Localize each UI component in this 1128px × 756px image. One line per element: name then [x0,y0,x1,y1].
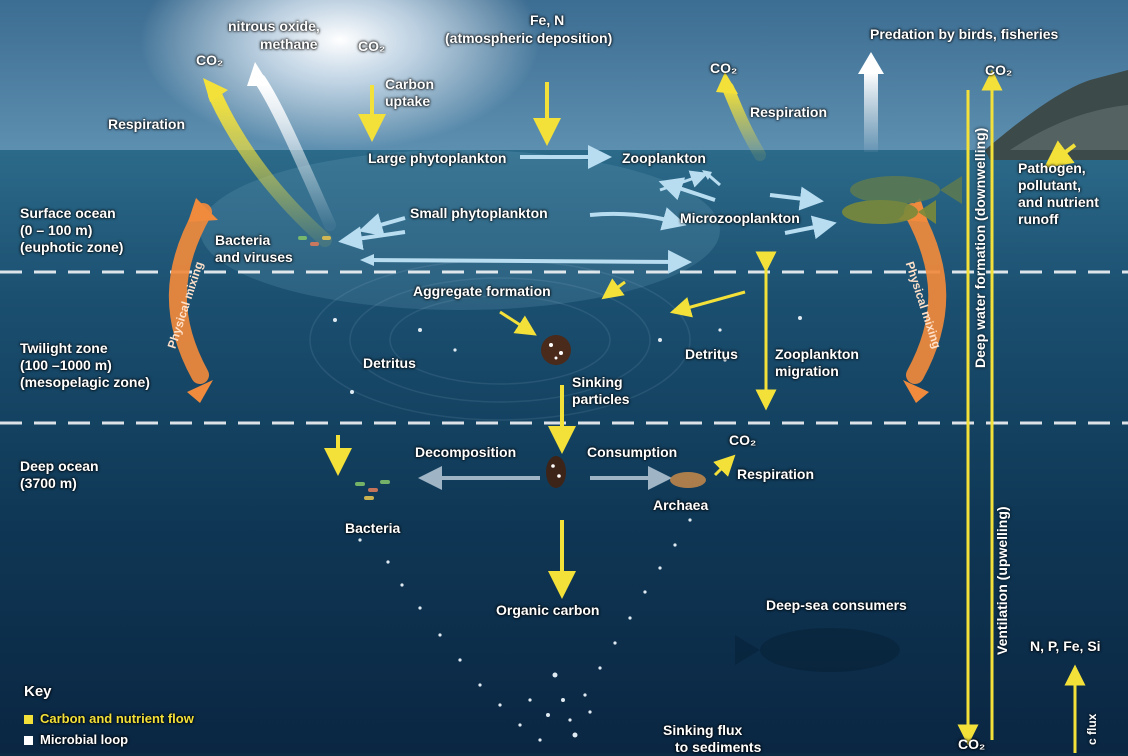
zooplankton-label: Zooplankton [622,150,706,167]
key-item-microbial: Microbial loop [24,731,128,748]
deep-water-formation-label: Deep water formation (downwelling) [972,128,988,368]
pathogen-label-4: runoff [1018,211,1058,228]
archaea-label: Archaea [653,497,708,514]
surface-zone-label-3: (euphotic zone) [20,239,123,256]
pathogen-label-1: Pathogen, [1018,160,1086,177]
ventilation-label: Ventilation (upwelling) [994,506,1010,655]
key-swatch-yellow [24,715,33,724]
predation-arrow [864,72,878,152]
twilight-zone-label-2: (100 –1000 m) [20,357,112,374]
atmospheric-deposition-label: (atmospheric deposition) [445,30,612,47]
co2-top-right-label: CO₂ [985,62,1012,79]
aggregate-formation-label: Aggregate formation [413,283,551,300]
surface-zone-label-1: Surface ocean [20,205,116,222]
consumption-label: Consumption [587,444,677,461]
respiration-deep-label: Respiration [737,466,814,483]
co2-top-mid-label: CO₂ [710,60,737,77]
deep-sea-consumers-label: Deep-sea consumers [766,597,907,614]
archaea-cluster [670,472,706,488]
pathogen-label-2: pollutant, [1018,177,1081,194]
methane-label: methane [260,36,318,53]
bacteria-viruses-label-1: Bacteria [215,232,270,249]
nutrients-label: N, P, Fe, Si [1030,638,1101,655]
sinking-particles-label-2: particles [572,391,630,408]
co2-top-left-label: CO₂ [196,52,223,69]
twilight-zone-label-1: Twilight zone [20,340,108,357]
sinking-particle-deep [546,456,566,488]
carbon-uptake-label-2: uptake [385,93,430,110]
zooplankton-migration-label-1: Zooplankton [775,346,859,363]
key-title: Key [24,683,52,700]
predation-label: Predation by birds, fisheries [870,26,1058,43]
key-item-carbon: Carbon and nutrient flow [24,710,194,727]
co2-respiration-deep-label: CO₂ [729,432,756,449]
carbon-uptake-label-1: Carbon [385,76,434,93]
bacteria-viruses-label-2: and viruses [215,249,293,266]
key-swatch-white [24,736,33,745]
flux-partial-label: c flux [1085,714,1099,745]
bacteria-label: Bacteria [345,520,400,537]
zooplankton-migration-label-2: migration [775,363,839,380]
twilight-zone-label-3: (mesopelagic zone) [20,374,150,391]
small-phytoplankton-label: Small phytoplankton [410,205,548,222]
fe-n-label: Fe, N [530,12,564,29]
respiration-left-label: Respiration [108,116,185,133]
microzooplankton-label: Microzooplankton [680,210,800,227]
aggregate-particle [541,335,571,365]
detritus-left-label: Detritus [363,355,416,372]
sinking-flux-label-2: to sediments [675,739,761,756]
nitrous-oxide-label: nitrous oxide, [228,18,320,35]
pathogen-label-3: and nutrient [1018,194,1099,211]
sinking-particles-label-1: Sinking [572,374,623,391]
key-item-microbial-label: Microbial loop [40,732,128,747]
microbial-loop-arrow [370,260,680,262]
detritus-right-label: Detritus [685,346,738,363]
respiration-mid-label: Respiration [750,104,827,121]
key-item-carbon-label: Carbon and nutrient flow [40,711,194,726]
large-phytoplankton-label: Large phytoplankton [368,150,506,167]
deep-zone-label-1: Deep ocean [20,458,99,475]
deep-zone-label-2: (3700 m) [20,475,77,492]
organic-carbon-label: Organic carbon [496,602,599,619]
co2-bottom-label: CO₂ [958,736,985,753]
sinking-flux-label-1: Sinking flux [663,722,742,739]
surface-zone-label-2: (0 – 100 m) [20,222,92,239]
co2-uptake-label: CO₂ [358,38,385,55]
decomposition-label: Decomposition [415,444,516,461]
